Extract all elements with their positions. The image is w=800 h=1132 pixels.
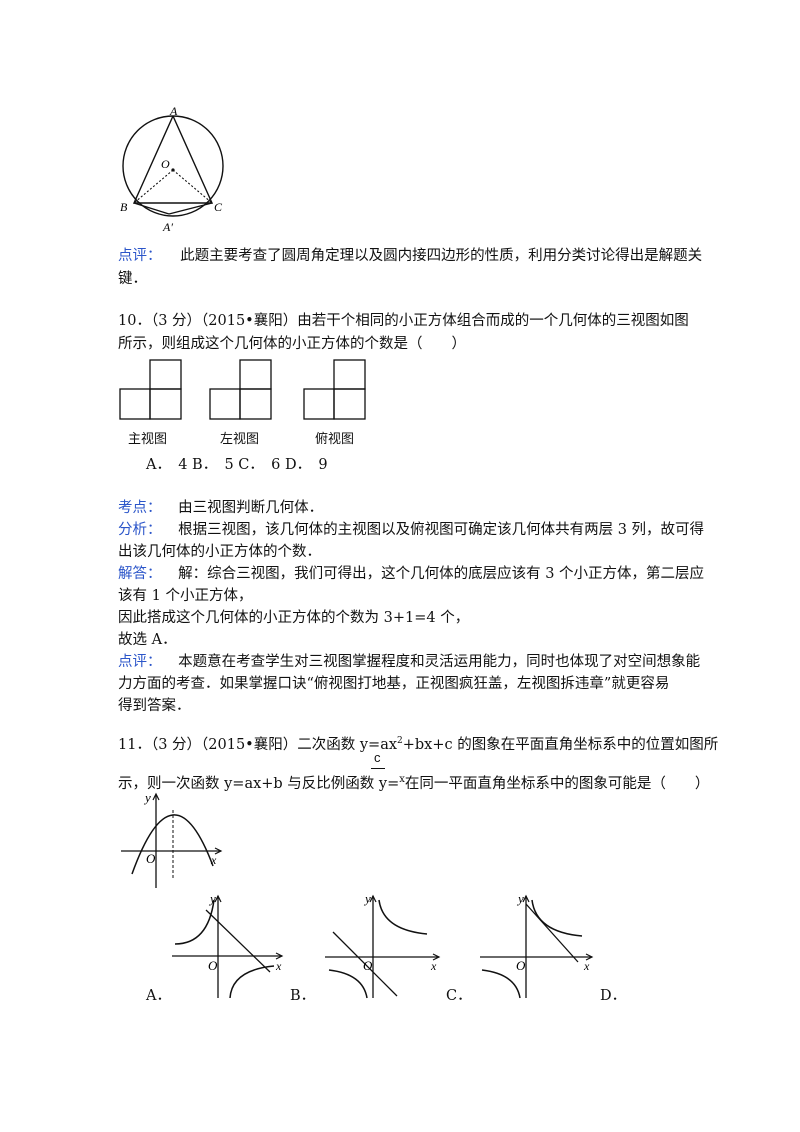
q10-fenxi-line1: 分析： 根据三视图，该几何体的主视图以及俯视图可确定该几何体共有两层 3 列，故… <box>118 519 704 541</box>
a-axis-x: x <box>275 959 282 973</box>
label-a: A <box>169 104 178 118</box>
view-top <box>303 359 366 420</box>
review-tag: 点评： <box>118 248 162 264</box>
b-axis-x: x <box>430 959 437 973</box>
choice-b: B． <box>290 988 316 1004</box>
q10-jieda-line3: 因此搭成这个几何体的小正方体的个数为 3+1=4 个， <box>118 610 470 626</box>
a-origin: O <box>208 958 218 973</box>
b-origin: O <box>363 958 373 973</box>
q10-stem-line1: 10．（3 分）（2015•襄阳）由若干个相同的小正方体组合而成的一个几何体的三… <box>118 313 689 329</box>
q10-dianping-line2: 力方面的考查．如果掌握口诀“俯视图打地基，正视图疯狂盖，左视图拆违章”就更容易 <box>118 676 670 692</box>
q11-frac-bar <box>371 768 385 769</box>
c-axis-y: y <box>516 891 524 906</box>
q10-dianping-line3: 得到答案． <box>118 698 191 714</box>
dianping-tag: 点评： <box>118 654 162 670</box>
b-axis-y: y <box>363 891 371 906</box>
jieda-tag: 解答： <box>118 566 162 582</box>
circle-figure: A O B C A′ <box>120 104 224 234</box>
q11-frac-denominator: x <box>399 774 405 785</box>
kaodian-text: 由三视图判断几何体． <box>178 500 324 516</box>
q11-text-b: +bx+c 的图象在平面直角坐标系中的位置如图所 <box>402 736 719 753</box>
review-text: 此题主要考查了圆周角定理以及圆内接四边形的性质，利用分类讨论得出是解题关 <box>180 248 703 264</box>
q11-sup: 2 <box>397 736 403 746</box>
caption-top-view: 俯视图 <box>315 432 355 447</box>
view-left <box>209 359 272 420</box>
q11-text-d: 在同一平面直角坐标系中的图象可能是（ ） <box>404 775 710 792</box>
q10-options: A． 4 B． 5 C． 6 D． 9 <box>146 457 328 473</box>
q11-text-c: 示，则一次函数 y=ax+b 与反比例函数 y= <box>118 775 400 792</box>
axis-x-label: x <box>210 853 217 867</box>
c-origin: O <box>516 958 526 973</box>
label-c: C <box>214 200 223 214</box>
q10-fenxi-line2: 出该几何体的小正方体的个数． <box>118 544 321 560</box>
q10-jieda-line4: 故选 A． <box>118 632 177 648</box>
jieda-text: 解：综合三视图，我们可得出，这个几何体的底层应该有 3 个小正方体，第二层应 <box>178 566 705 582</box>
dianping-text: 本题意在考查学生对三视图掌握程度和灵活运用能力，同时也体现了对空间想象能 <box>178 654 701 670</box>
fenxi-text: 根据三视图，该几何体的主视图以及俯视图可确定该几何体共有两层 3 列，故可得 <box>178 522 705 538</box>
axis-y-label: y <box>143 790 151 805</box>
kaodian-tag: 考点： <box>118 500 162 516</box>
a-axis-y: y <box>208 891 216 906</box>
review9-line2: 键． <box>118 271 147 287</box>
label-o: O <box>161 157 170 171</box>
q11-stem-line2: 示，则一次函数 y=ax+b 与反比例函数 y=x在同一平面直角坐标系中的图象可… <box>118 769 709 795</box>
choice-d: D． <box>600 988 627 1004</box>
caption-front-view: 主视图 <box>128 432 168 447</box>
c-axis-x: x <box>583 959 590 973</box>
fenxi-tag: 分析： <box>118 522 162 538</box>
choice-c: C． <box>446 988 472 1004</box>
view-front <box>119 359 182 420</box>
origin-label: O <box>146 851 156 866</box>
q10-jieda-line1: 解答： 解：综合三视图，我们可得出，这个几何体的底层应该有 3 个小正方体，第二… <box>118 563 704 585</box>
q10-jieda-line2: 该有 1 个小正方体， <box>118 588 253 604</box>
q11-frac-numerator: c <box>374 750 381 765</box>
parabola-graph: y x O <box>121 790 223 888</box>
graph-option-b: y x O <box>325 891 441 999</box>
q10-kaodian: 考点： 由三视图判断几何体． <box>118 497 323 519</box>
choice-a: A． <box>146 988 171 1004</box>
graph-option-c: y x O <box>480 891 594 999</box>
graph-option-a: y x O <box>172 891 284 999</box>
q10-stem-line2: 所示，则组成这个几何体的小正方体的个数是（ ） <box>118 336 466 352</box>
label-a-prime: A′ <box>162 220 173 234</box>
caption-left-view: 左视图 <box>220 432 260 447</box>
label-b: B <box>120 200 128 214</box>
q11-stem-line1: 11．（3 分）（2015•襄阳）二次函数 y=ax2+bx+c 的图象在平面直… <box>118 730 718 756</box>
q10-dianping-line1: 点评： 本题意在考查学生对三视图掌握程度和灵活运用能力，同时也体现了对空间想象能 <box>118 651 700 673</box>
review9-line1: 点评： 此题主要考查了圆周角定理以及圆内接四边形的性质，利用分类讨论得出是解题关 <box>118 245 702 267</box>
q11-text-a: 11．（3 分）（2015•襄阳）二次函数 y=ax <box>118 736 398 753</box>
